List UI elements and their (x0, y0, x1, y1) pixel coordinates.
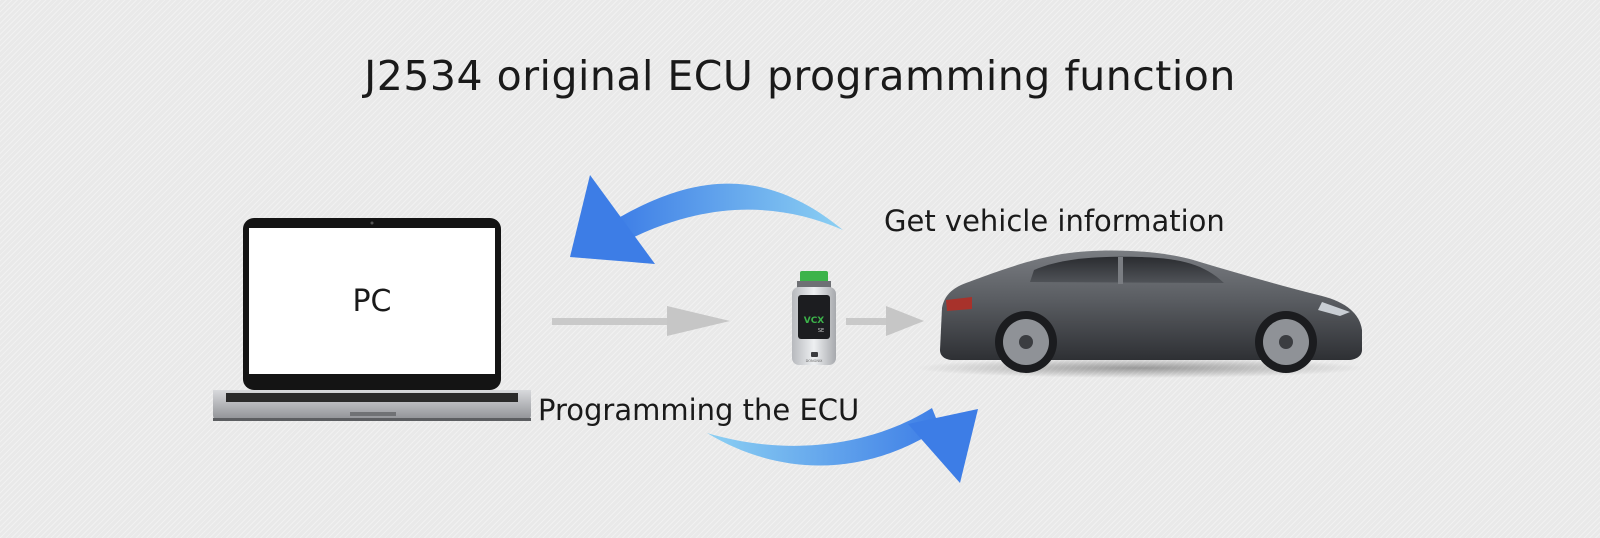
car-vehicle (915, 250, 1365, 378)
arrow-get-vehicle-info (570, 175, 843, 264)
diagram-title: J2534 original ECU programming function (364, 52, 1236, 100)
pc-label: PC (352, 283, 392, 319)
edge-label-get-vehicle-info: Get vehicle information (884, 204, 1225, 238)
device-brand: DONGNIX (806, 359, 823, 363)
arrow-programming-ecu (707, 408, 978, 483)
arrow-pc-to-device (552, 306, 730, 336)
device-sublabel: SE (818, 328, 824, 334)
arrow-device-to-car (846, 306, 924, 336)
laptop-pc (213, 218, 531, 421)
edge-label-programming-ecu: Programming the ECU (538, 393, 860, 427)
vcx-device: VCX SE DONGNIX (792, 271, 836, 365)
device-label: VCX (804, 316, 825, 326)
